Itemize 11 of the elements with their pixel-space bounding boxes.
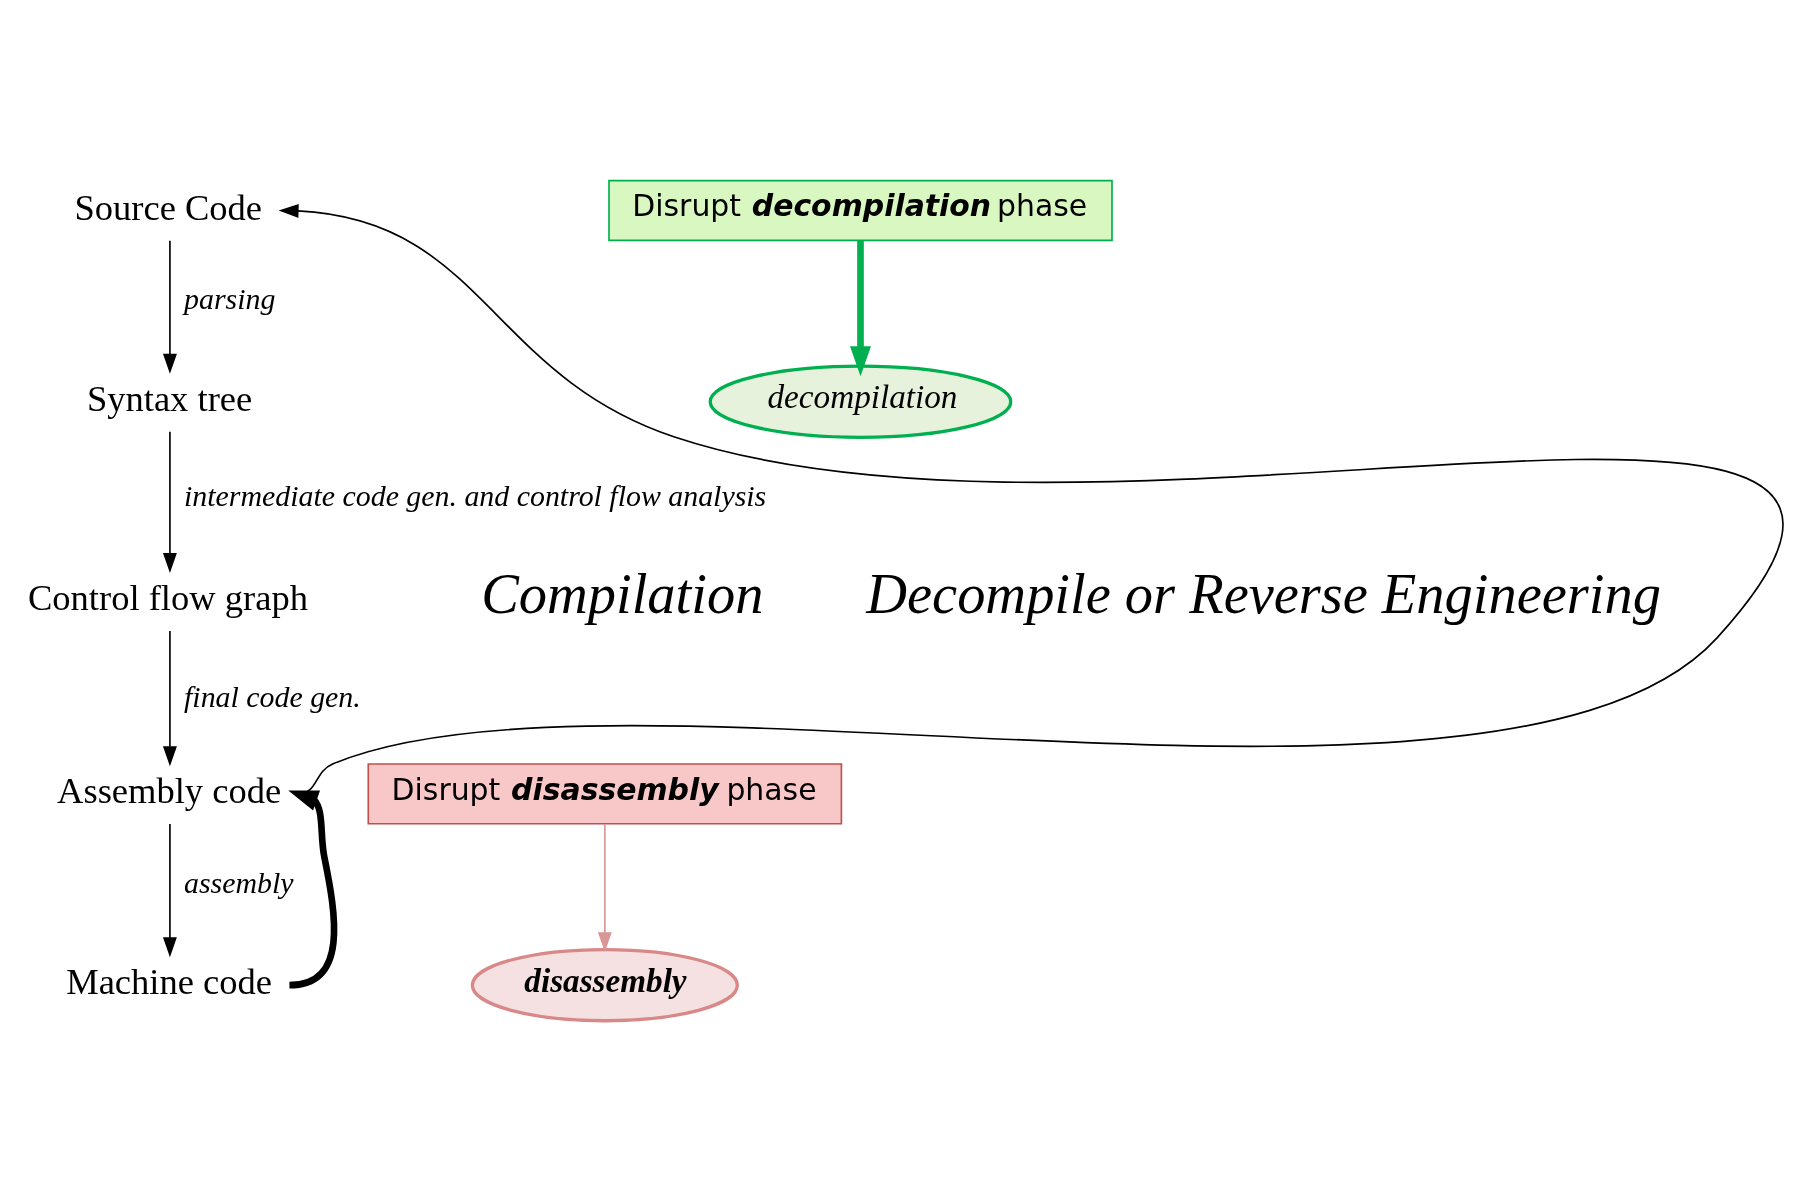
node-text: Assembly code xyxy=(57,770,282,812)
node-text: Source Code xyxy=(74,186,263,228)
label: Decompile or Reverse Engineering xyxy=(866,563,1661,626)
node-text: Control flow graph xyxy=(28,576,308,618)
edge-label: intermediate code gen. and control flow analysis xyxy=(184,478,767,512)
edge-label: parsing xyxy=(184,282,276,316)
node-text: Syntax tree xyxy=(86,378,253,420)
label: Compilation xyxy=(481,563,764,626)
edge-label: final code gen. xyxy=(184,679,361,713)
edge-label: assembly xyxy=(184,865,294,899)
node-text: Machine code xyxy=(66,961,272,1003)
